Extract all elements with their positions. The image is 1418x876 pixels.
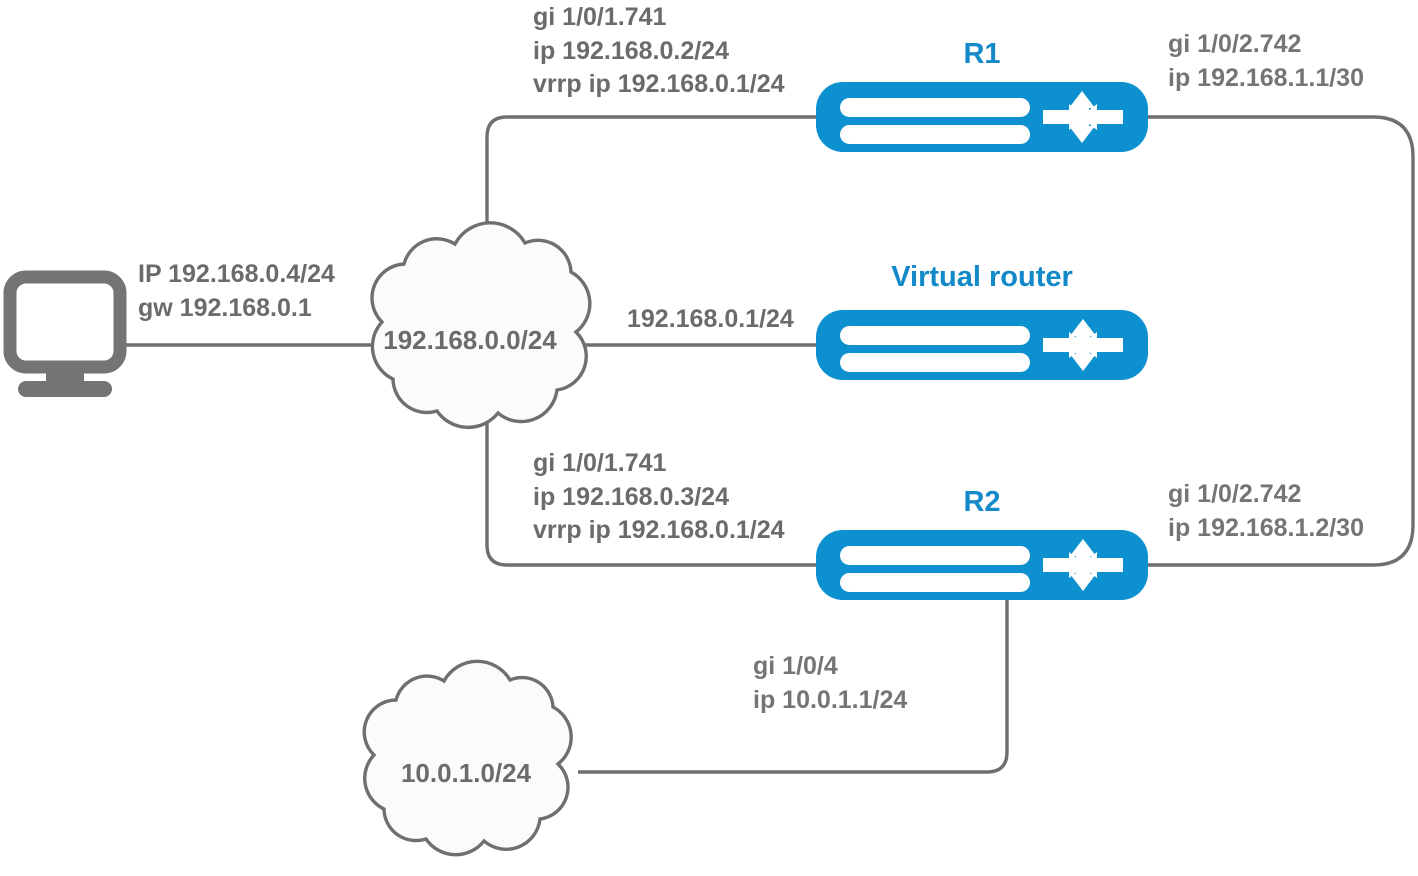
r1-right-line2: ip 192.168.1.1/30 bbox=[1168, 63, 1364, 92]
router-r1-title: R1 bbox=[963, 38, 1001, 70]
router-arrows-icon bbox=[1043, 91, 1123, 143]
r2-left-line1: gi 1/0/1.741 bbox=[533, 449, 667, 477]
router-virtual-title: Virtual router bbox=[891, 261, 1073, 293]
pc-address-line2: gw 192.168.0.1 bbox=[138, 293, 312, 322]
cloud-remote bbox=[362, 659, 573, 857]
workstation-icon bbox=[3, 270, 127, 397]
r2-down-line2: ip 10.0.1.1/24 bbox=[753, 685, 908, 714]
virtual-router-address: 192.168.0.1/24 bbox=[627, 305, 794, 333]
router-arrows-icon bbox=[1043, 539, 1123, 591]
r2-right-line2: ip 192.168.1.2/30 bbox=[1168, 513, 1364, 542]
r1-left-line3: vrrp ip 192.168.0.1/24 bbox=[533, 70, 785, 98]
router-virtual-icon bbox=[816, 310, 1148, 380]
cloud-remote-label: 10.0.1.0/24 bbox=[400, 758, 532, 788]
r2-left-line3: vrrp ip 192.168.0.1/24 bbox=[533, 516, 785, 544]
router-r2-title: R2 bbox=[963, 486, 1001, 518]
r1-left-line1: gi 1/0/1.741 bbox=[533, 3, 667, 31]
link-lan-cloud-to-r2 bbox=[485, 405, 818, 567]
r2-right-line1: gi 1/0/2.742 bbox=[1168, 480, 1302, 508]
r2-downlink-interface-label: gi 1/0/4 ip 10.0.1.1/24 bbox=[753, 650, 907, 717]
r1-left-interface-label: gi 1/0/1.741 ip 192.168.0.2/24 vrrp ip 192… bbox=[533, 1, 785, 102]
cloud-lan-label: 192.168.0.0/24 bbox=[383, 325, 557, 355]
r1-left-line2: ip 192.168.0.2/24 bbox=[533, 36, 729, 65]
r2-left-interface-label: gi 1/0/1.741 ip 192.168.0.3/24 vrrp ip 192… bbox=[533, 447, 785, 548]
link-r1-to-r2-wan bbox=[1148, 115, 1415, 567]
connection-lines bbox=[118, 115, 1415, 774]
link-lan-cloud-to-r1 bbox=[485, 115, 818, 285]
virtual-router-address-label: 192.168.0.1/24 bbox=[627, 303, 794, 337]
r2-right-interface-label: gi 1/0/2.742 ip 192.168.1.2/30 bbox=[1168, 478, 1364, 545]
cloud-lan bbox=[370, 221, 592, 430]
link-r2-to-remote-cloud bbox=[578, 598, 1009, 774]
router-r1-icon bbox=[816, 82, 1148, 152]
pc-address-line1: IP 192.168.0.4/24 bbox=[138, 260, 335, 288]
router-arrows-icon bbox=[1043, 319, 1123, 371]
r2-down-line1: gi 1/0/4 bbox=[753, 652, 838, 680]
pc-address-label: IP 192.168.0.4/24 gw 192.168.0.1 bbox=[138, 258, 335, 325]
r1-right-line1: gi 1/0/2.742 bbox=[1168, 30, 1302, 58]
r1-right-interface-label: gi 1/0/2.742 ip 192.168.1.1/30 bbox=[1168, 28, 1364, 95]
r2-left-line2: ip 192.168.0.3/24 bbox=[533, 482, 729, 511]
router-r2-icon bbox=[816, 530, 1148, 600]
